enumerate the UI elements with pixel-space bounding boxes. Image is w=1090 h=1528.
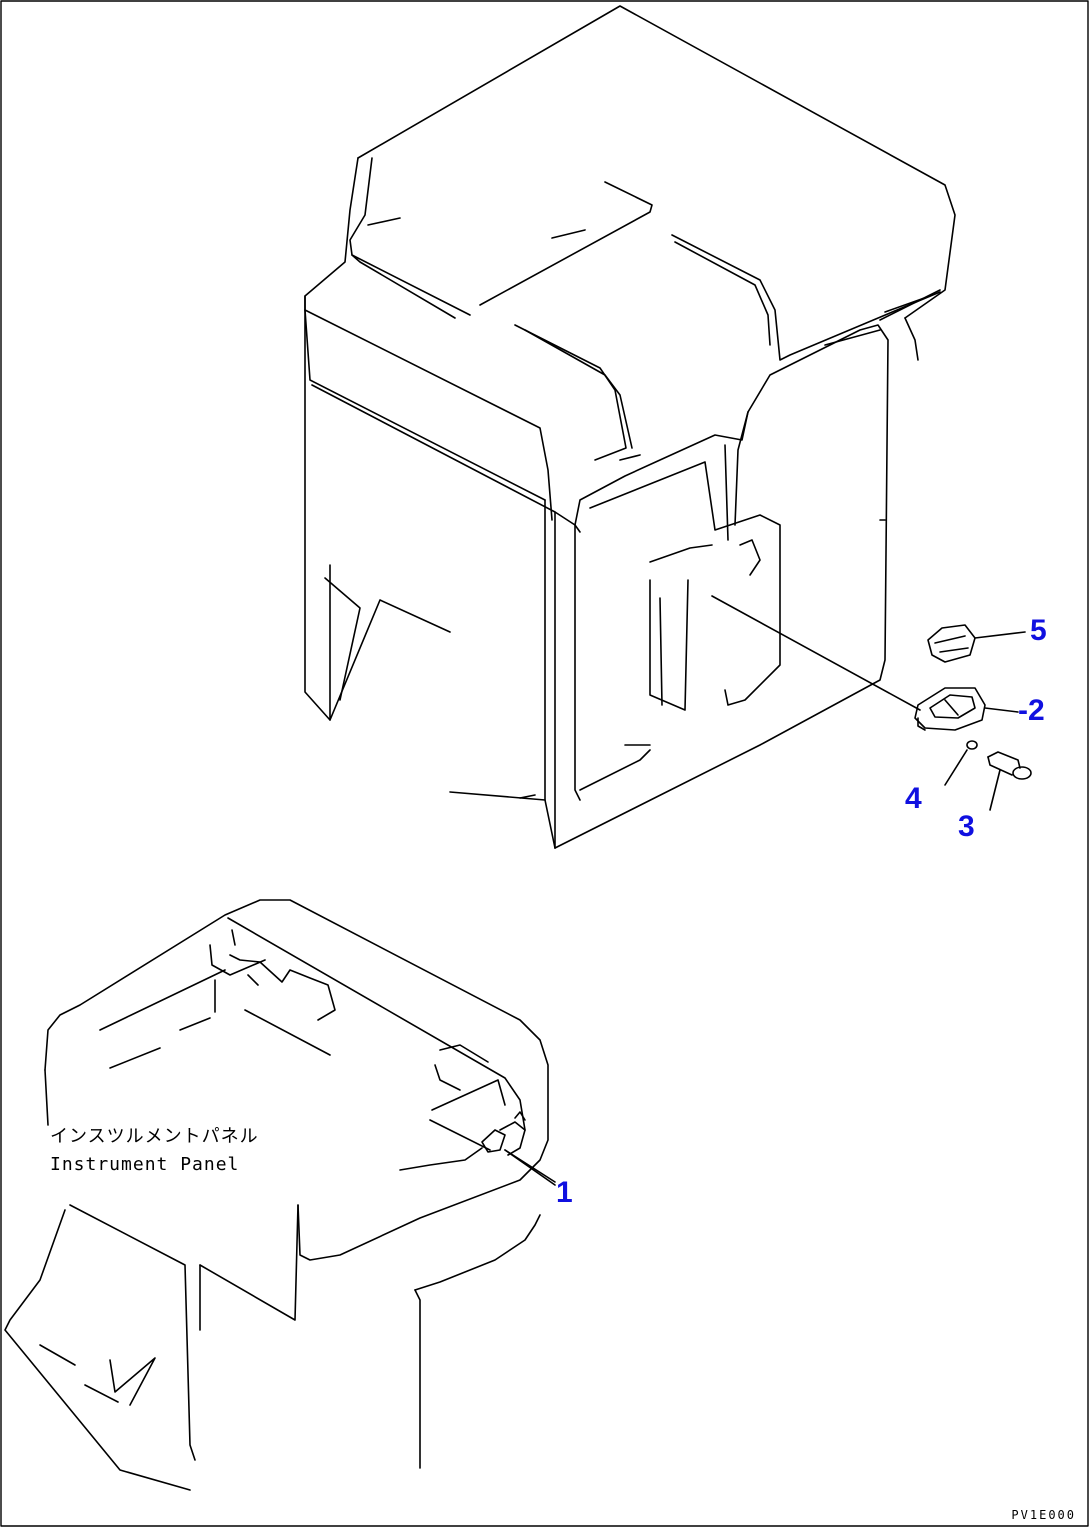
callout-1: 1	[556, 1176, 573, 1209]
panel-label-english: Instrument Panel	[50, 1154, 240, 1175]
leader-line-panel	[504, 1149, 556, 1186]
callout-3: 3	[958, 810, 975, 843]
part-4-washer	[944, 740, 978, 786]
part-5-cover	[927, 624, 1026, 663]
leader-line-cab	[711, 595, 921, 711]
panel-label-japanese: インスツルメントパネル	[50, 1126, 259, 1147]
part-3-screw	[987, 751, 1032, 811]
callout-4: 4	[905, 782, 922, 815]
part-2-plate	[914, 687, 1019, 731]
instrument-panel	[4, 899, 556, 1491]
callout-2: -2	[1018, 694, 1045, 727]
callout-5: 5	[1030, 614, 1047, 647]
drawing-code: PV1E000	[1011, 1508, 1076, 1522]
cab-body	[304, 5, 956, 849]
